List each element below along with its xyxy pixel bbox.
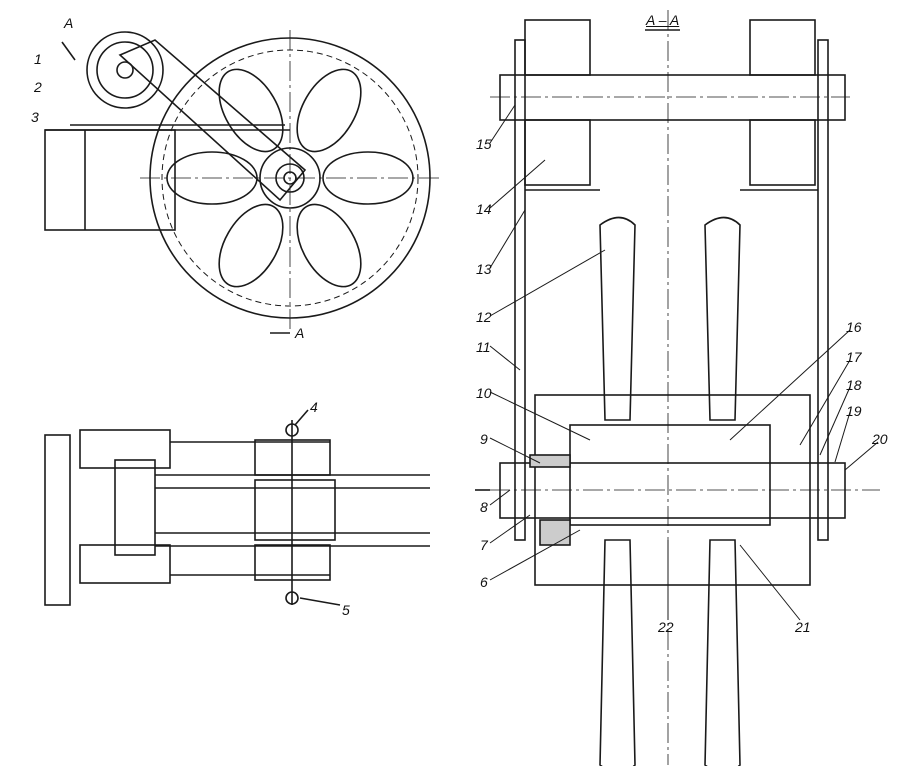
view-arrow-label-bottom: A [295,325,305,341]
part-label-8: 8 [480,499,488,515]
wheel-spoke-opening [296,203,362,288]
side-view [44,30,440,334]
part-label-22: 22 [658,619,674,635]
arm [118,39,307,202]
lower-shaft [499,462,846,519]
part-label-9: 9 [480,431,488,447]
part-label-18: 18 [846,377,862,393]
part-label-10: 10 [476,385,492,401]
part-label-3: 3 [31,109,39,125]
section-a-a [475,10,880,766]
wheel-spoke-opening [296,68,362,153]
part-label-1: 1 [34,51,42,67]
part-label-17: 17 [846,349,862,365]
wheel-spoke-opening [218,203,284,288]
part-label-11: 11 [476,339,491,355]
small-pulley [86,31,164,109]
part-label-14: 14 [476,201,492,217]
wheel-spoke-opening [218,68,284,153]
part-label-16: 16 [846,319,862,335]
view-arrow-label-top: A [64,15,74,31]
part-label-7: 7 [480,537,488,553]
part-label-19: 19 [846,403,862,419]
part-label-21: 21 [795,619,811,635]
part-label-4: 4 [310,399,318,415]
part-label-2: 2 [34,79,42,95]
part-label-5: 5 [342,602,350,618]
plan-view [44,409,430,606]
part-label-13: 13 [476,261,492,277]
upper-shaft [499,74,846,121]
part-label-20: 20 [872,431,888,447]
section-title: A – A [646,12,680,28]
part-label-15: 15 [476,136,492,152]
part-label-6: 6 [480,574,488,590]
part-label-12: 12 [476,309,492,325]
